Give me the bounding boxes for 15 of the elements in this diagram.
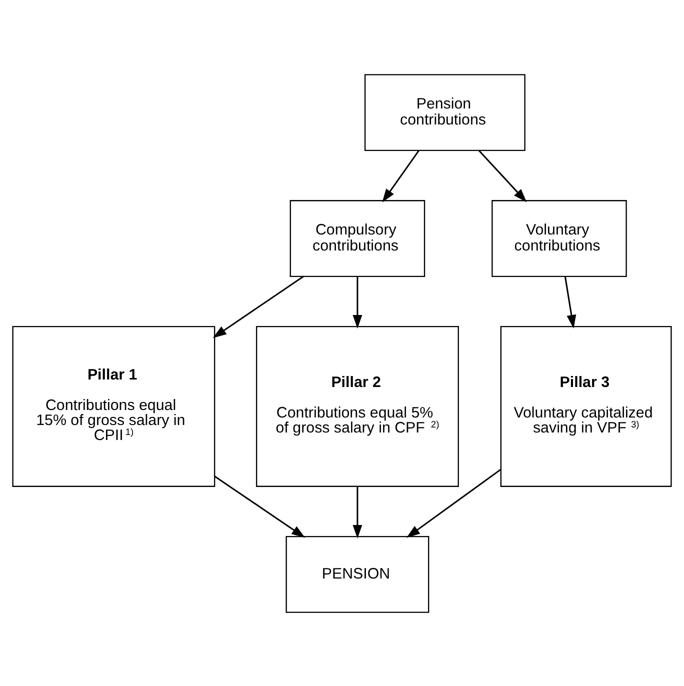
arrow [352, 486, 362, 538]
arrow [478, 149, 527, 202]
node-box: Pillar 1 Contributions equal 15% of gross salary in CPII$^{1)}$ [12, 326, 216, 486]
node-box: Compulsory contributions [290, 200, 426, 277]
arrow [212, 275, 304, 338]
arrow [406, 468, 502, 538]
node-box: Pension contributions [364, 74, 526, 151]
arrow [382, 150, 420, 202]
node-box: Pillar 3 Voluntary capitalized saving in VPF$^{3)}$ [500, 326, 672, 486]
arrow [352, 276, 362, 328]
node-box: Voluntary contributions [492, 200, 627, 277]
node-box: PENSION [286, 535, 430, 612]
node-box: Pillar 2 Contributions equal 5% of gross salary in CPF$^{2)}$ [256, 326, 459, 486]
arrow [214, 475, 306, 538]
arrow [564, 276, 576, 328]
